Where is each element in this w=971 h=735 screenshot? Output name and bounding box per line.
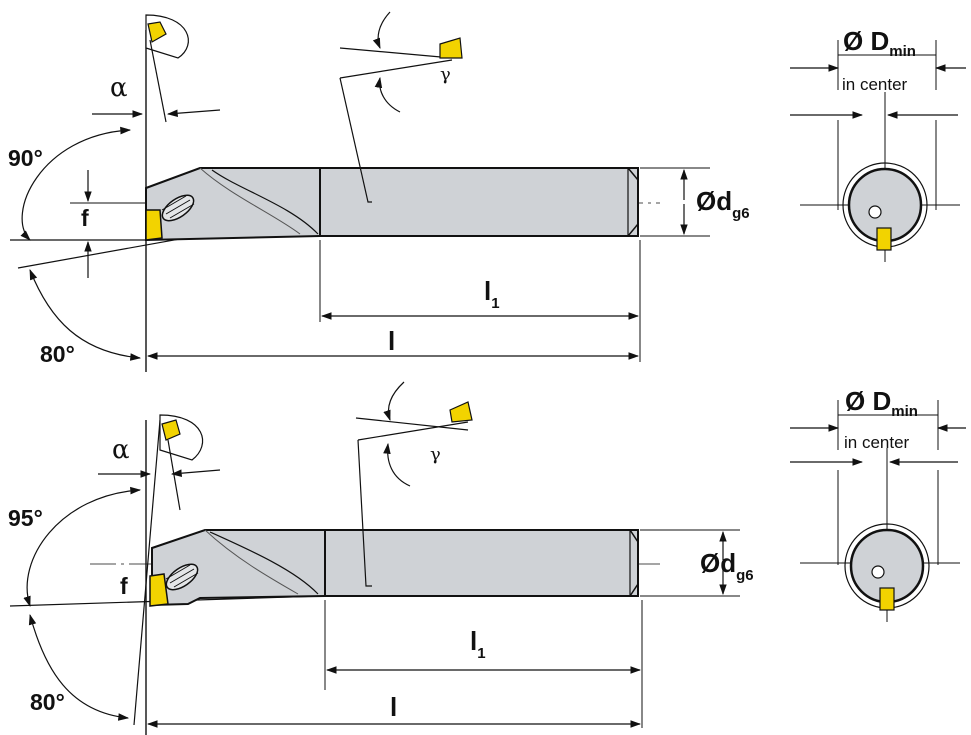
gamma-label-2: γ [430,444,441,465]
l-label: l [388,326,395,356]
angle-upper-label: 90° [8,145,43,171]
insert-2 [149,573,169,607]
l1-label: l1 [484,276,500,312]
angle-upper-label-2: 95° [8,505,43,531]
bottom-drawing [9,381,966,735]
angle-lower-label: 80° [40,341,75,367]
f-label: f [81,205,89,231]
gamma-label: γ [440,64,451,85]
dmin-label-2: Ø Dmin [845,386,918,420]
alpha-label-2: α [112,435,130,465]
top-drawing [10,11,966,372]
in-center-label: in center [842,75,908,94]
f-label-2: f [120,573,128,599]
alpha-label: α [110,73,128,103]
in-center-label-2: in center [844,433,910,452]
l-label-2: l [390,692,397,722]
dmin-label: Ø Dmin [843,26,916,60]
dia-label: Ødg6 [696,186,750,222]
angle-lower-label-2: 80° [30,689,65,715]
l1-label-2: l1 [470,626,486,662]
insert [145,209,163,241]
tool-body [145,167,639,242]
tool-body-2 [151,529,639,607]
dia-label-2: Ødg6 [700,548,754,584]
